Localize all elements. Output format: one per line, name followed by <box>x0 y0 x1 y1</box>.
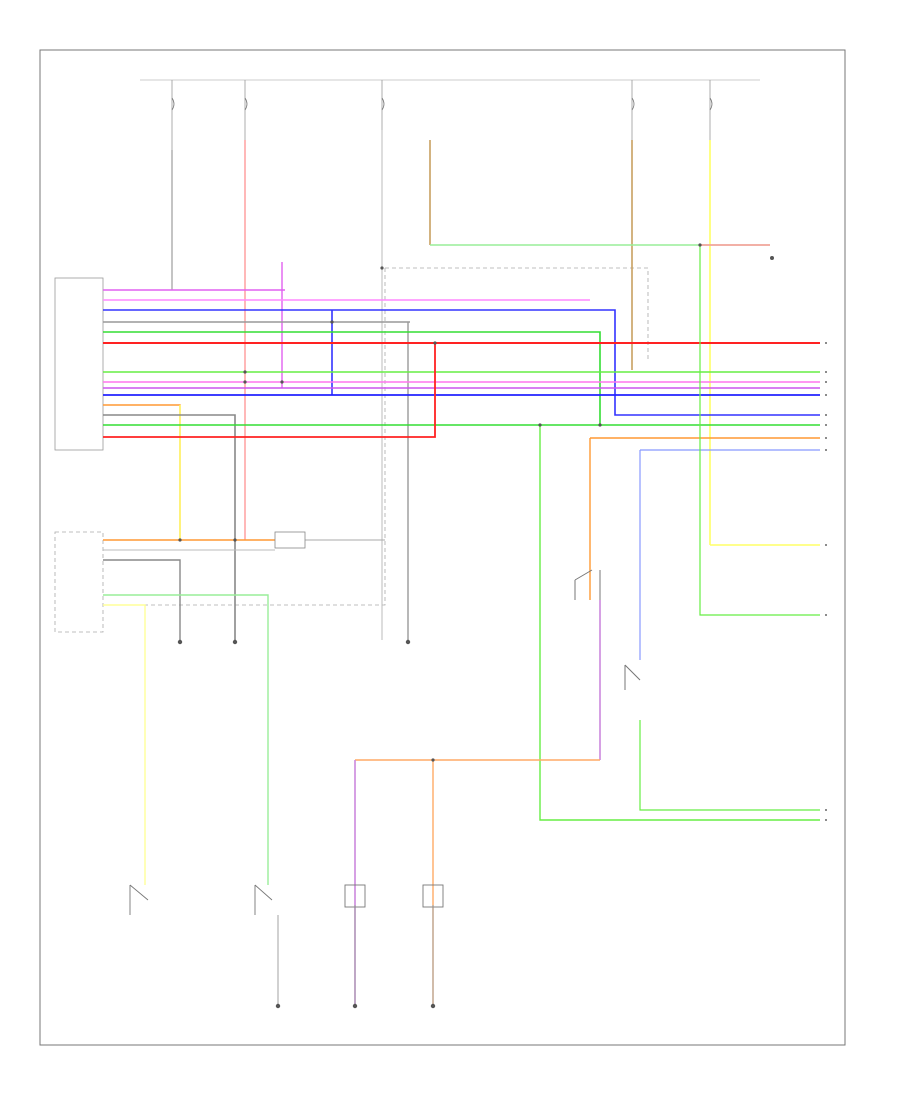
ground-top-right <box>770 256 774 260</box>
wire-red-low <box>103 343 436 438</box>
fuse-symbols <box>171 97 713 111</box>
wire-green-bottom-right <box>539 425 820 821</box>
bottom-components <box>129 884 444 915</box>
switch-module-box <box>54 531 104 633</box>
ground-5 <box>352 1003 358 1009</box>
relay-symbol <box>274 531 306 549</box>
ground-3 <box>405 639 411 645</box>
control-module-box <box>54 277 104 451</box>
splice-points <box>178 243 702 762</box>
lower-module-wires <box>103 539 275 885</box>
fuse-drops <box>171 80 711 150</box>
ground-2 <box>232 639 238 645</box>
wire-orange-right <box>589 437 820 600</box>
ground-6 <box>430 1003 436 1009</box>
ground-1 <box>177 639 183 645</box>
connector-region-lower <box>110 268 386 606</box>
wire-lightgreen-switch <box>639 720 820 811</box>
wire-blue-top <box>103 309 820 416</box>
switch-door <box>574 569 601 600</box>
diagram-frame <box>39 49 846 1046</box>
connector-region <box>385 267 649 360</box>
wire-gray-mid <box>103 414 236 640</box>
wire-green-right <box>699 245 820 616</box>
connector-ticks <box>825 342 827 821</box>
wire-lightblue-right <box>639 449 820 660</box>
bottom-drops <box>277 905 434 1005</box>
switch-symbol-right <box>624 664 641 690</box>
ground-points <box>177 639 436 1009</box>
wire-green-top <box>103 331 601 425</box>
ground-4 <box>275 1003 281 1009</box>
horizontal-wires-top <box>103 289 820 425</box>
